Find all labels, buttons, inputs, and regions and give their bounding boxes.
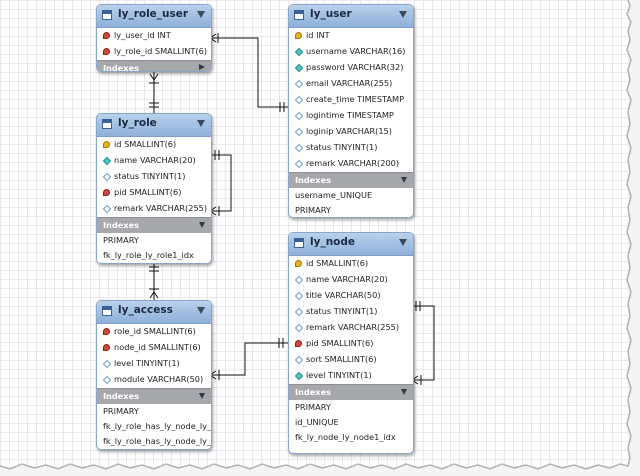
indexes-bar[interactable]: Indexes [97,60,211,71]
column-row[interactable]: loginip VARCHAR(15) [289,124,413,140]
table-icon [102,119,112,129]
table-header[interactable]: ly_role [97,114,211,137]
expand-icon[interactable] [199,64,205,70]
table-name: ly_node [310,236,356,248]
column-row[interactable]: logintime TIMESTAMP [289,108,413,124]
collapse-icon[interactable] [401,177,407,183]
one-mark-role-bottom [149,266,159,272]
table-icon [294,238,304,248]
table-icon [102,10,112,20]
index-row[interactable]: PRIMARY [295,205,331,215]
column-row[interactable]: status TINYINT(1) [289,304,413,320]
column-row[interactable]: status TINYINT(1) [97,169,211,185]
relationship-line-node-self [412,305,435,381]
collapse-icon[interactable] [197,307,205,314]
column-row[interactable]: remark VARCHAR(255) [97,201,211,217]
table-header[interactable]: ly_user [289,5,413,28]
table-header[interactable]: ly_access [97,301,211,324]
table-name: ly_user [310,8,352,20]
self-marks-role [209,150,220,216]
collapse-icon[interactable] [399,11,407,18]
table-name: ly_access [118,304,173,316]
index-row[interactable]: id_UNIQUE [295,417,339,427]
index-row[interactable]: fk_ly_role_has_ly_node_ly_... [103,436,212,446]
table-name: ly_role_user [118,8,189,20]
table-ly-role-user[interactable]: ly_role_user ly_user_id INT ly_role_id S… [96,4,212,72]
index-row[interactable]: fk_ly_node_ly_node1_idx [295,432,396,442]
table-ly-user[interactable]: ly_user id INT username VARCHAR(16) pass… [288,4,414,218]
indexes-bar[interactable]: Indexes [97,388,211,404]
collapse-icon[interactable] [197,11,205,18]
table-ly-node[interactable]: ly_node id SMALLINT(6) name VARCHAR(20) … [288,232,414,454]
column-row[interactable]: name VARCHAR(20) [289,272,413,288]
relationship-line-access-to-node [210,342,288,376]
column-row[interactable]: status TINYINT(1) [289,140,413,156]
table-name: ly_role [118,117,157,129]
column-row[interactable]: ly_user_id INT [97,28,211,44]
foreign-key-icon [103,328,110,335]
column-row[interactable]: pid SMALLINT(6) [97,185,211,201]
column-row[interactable]: id SMALLINT(6) [289,256,413,272]
column-row[interactable]: name VARCHAR(20) [97,153,211,169]
primary-key-icon [295,260,302,267]
table-icon [102,306,112,316]
column-row[interactable]: level TINYINT(1) [289,368,413,384]
column-row[interactable]: node_id SMALLINT(6) [97,340,211,356]
table-ly-role[interactable]: ly_role id SMALLINT(6) name VARCHAR(20) … [96,113,212,264]
column-row[interactable]: title VARCHAR(50) [289,288,413,304]
crow-foot-access [149,288,159,299]
primary-key-icon [295,32,302,39]
foreign-key-icon [103,48,110,55]
relationship-lines [149,33,435,385]
column-row[interactable]: password VARCHAR(32) [289,60,413,76]
column-row[interactable]: pid SMALLINT(6) [289,336,413,352]
table-header[interactable]: ly_node [289,233,413,256]
column-row[interactable]: create_time TIMESTAMP [289,92,413,108]
column-row[interactable]: email VARCHAR(255) [289,76,413,92]
table-icon [294,10,304,20]
collapse-icon[interactable] [401,389,407,395]
foreign-key-icon [103,32,110,39]
column-row[interactable]: remark VARCHAR(200) [289,156,413,172]
primary-key-icon [103,141,110,148]
collapse-icon[interactable] [199,222,205,228]
relationship-line-role-user-to-user [210,37,288,108]
column-row[interactable]: role_id SMALLINT(6) [97,324,211,340]
crow-foot-role-user-bottom [149,73,159,84]
column-row[interactable]: remark VARCHAR(255) [289,320,413,336]
index-row[interactable]: PRIMARY [103,235,139,245]
column-row[interactable]: id INT [289,28,413,44]
index-row[interactable]: fk_ly_role_ly_role1_idx [103,250,194,260]
foreign-key-icon [295,340,302,347]
column-row[interactable]: module VARCHAR(50) [97,372,211,388]
indexes-bar[interactable]: Indexes [289,384,413,400]
column-row[interactable]: sort SMALLINT(6) [289,352,413,368]
one-mark-user [279,102,285,112]
indexes-bar[interactable]: Indexes [289,172,413,188]
column-row[interactable]: id SMALLINT(6) [97,137,211,153]
index-row[interactable]: PRIMARY [103,406,139,416]
column-row[interactable]: username VARCHAR(16) [289,44,413,60]
self-marks-node [411,301,422,385]
collapse-icon[interactable] [399,239,407,246]
index-row[interactable]: PRIMARY [295,402,331,412]
relationship-line-role-self [210,154,232,212]
one-mark-role-top [149,102,159,108]
one-mark-node [278,338,284,348]
column-row[interactable]: level TINYINT(1) [97,356,211,372]
indexes-bar[interactable]: Indexes [97,217,211,233]
column-row[interactable]: ly_role_id SMALLINT(6) [97,44,211,60]
foreign-key-icon [103,189,110,196]
index-row[interactable]: username_UNIQUE [295,190,373,200]
diagram-canvas: ly_role_user ly_user_id INT ly_role_id S… [0,0,628,466]
table-ly-access[interactable]: ly_access role_id SMALLINT(6) node_id SM… [96,300,212,450]
foreign-key-icon [103,344,110,351]
index-row[interactable]: fk_ly_role_has_ly_node_ly_... [103,421,212,431]
collapse-icon[interactable] [197,120,205,127]
table-header[interactable]: ly_role_user [97,5,211,28]
collapse-icon[interactable] [199,393,205,399]
